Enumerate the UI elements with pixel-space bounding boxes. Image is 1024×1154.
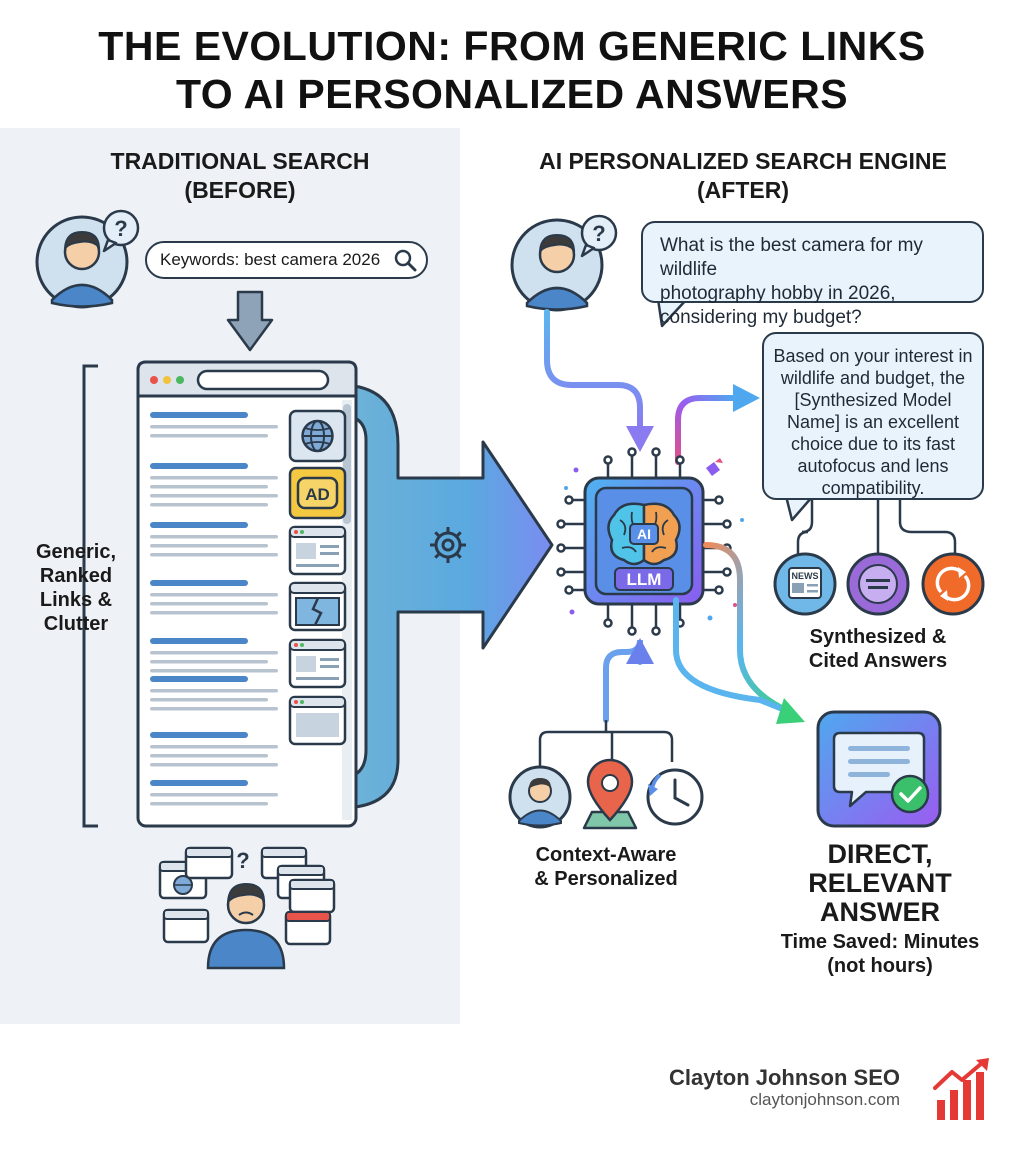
flow-arrow xyxy=(338,383,554,810)
ad-label: AD xyxy=(305,485,330,504)
ai-question-bubble: ? xyxy=(580,214,618,258)
direct-answer-icon xyxy=(816,710,942,828)
ai-user-avatar xyxy=(510,218,604,312)
brand-logo-icon xyxy=(933,1058,989,1120)
ad-badge-icon: AD xyxy=(288,466,347,520)
address-bar xyxy=(196,369,330,391)
time-saved-label: Time Saved: Minutes (not hours) xyxy=(780,931,980,977)
chip-ai-label: AI xyxy=(637,526,651,542)
page-title-line-2: TO AI PERSONALIZED ANSWERS xyxy=(175,71,849,117)
webpage-thumbnail-icon-2 xyxy=(288,638,347,689)
citation-connector-1 xyxy=(796,500,814,560)
query-arrow-head xyxy=(626,426,654,452)
query-arrow xyxy=(544,309,643,431)
refresh-source-icon xyxy=(921,552,985,616)
chip-llm-label: LLM xyxy=(627,570,662,589)
citation-connector-3 xyxy=(898,500,957,558)
news-source-icon: NEWS xyxy=(773,552,837,616)
answer-arrow-head xyxy=(733,384,760,412)
answer-arrow xyxy=(675,395,738,465)
ai-llm-chip: AI LLM xyxy=(556,447,732,636)
down-arrow-icon xyxy=(226,290,274,352)
direct-answer-arrow xyxy=(703,542,793,715)
cited-answers-caption: Synthesized & Cited Answers xyxy=(808,626,948,672)
generic-links-label: Generic, Ranked Links & Clutter xyxy=(35,541,117,635)
confused-user-illustration: ? xyxy=(158,846,336,970)
user-profile-icon xyxy=(508,765,572,829)
context-arrow-head xyxy=(626,638,654,664)
broken-image-icon xyxy=(288,581,347,632)
traditional-user-avatar xyxy=(35,215,129,309)
direct-answer-arrow-2 xyxy=(673,597,793,715)
direct-answer-arrow-head xyxy=(776,698,805,724)
direct-answer-label: DIRECT, RELEVANT ANSWER xyxy=(808,839,952,927)
result-lines xyxy=(150,412,278,806)
location-pin-icon xyxy=(582,758,638,830)
verified-badge-icon xyxy=(846,552,910,616)
globe-icon xyxy=(288,409,347,463)
search-results-browser: AD xyxy=(136,360,358,828)
ai-heading: AI PERSONALIZED SEARCH ENGINE (AFTER) xyxy=(539,148,947,203)
page-title-line-1: THE EVOLUTION: FROM GENERIC LINKS xyxy=(98,23,926,69)
webpage-thumbnail-icon-3 xyxy=(288,695,347,746)
question-mark: ? xyxy=(114,216,127,241)
sparkles xyxy=(564,458,744,621)
traditional-question-bubble: ? xyxy=(102,209,140,253)
user-query-bubble: What is the best camera for my wildlife … xyxy=(641,221,984,328)
webpage-thumbnail-icon xyxy=(288,525,347,576)
clutter-windows xyxy=(158,846,336,946)
page-title: THE EVOLUTION: FROM GENERIC LINKS TO AI … xyxy=(0,22,1024,118)
confused-question-mark: ? xyxy=(236,848,249,873)
search-icon[interactable] xyxy=(392,247,418,273)
history-clock-icon xyxy=(646,768,704,826)
traditional-heading: TRADITIONAL SEARCH (BEFORE) xyxy=(110,148,370,203)
ai-answer-bubble: Based on your interest in wildlife and b… xyxy=(762,332,984,500)
gear-icon xyxy=(430,527,466,563)
bracket xyxy=(82,364,98,828)
context-aware-caption: Context-Aware & Personalized xyxy=(534,844,678,890)
news-label: NEWS xyxy=(792,571,819,581)
brand-name[interactable]: Clayton Johnson SEO xyxy=(668,1065,900,1090)
keyword-search-input[interactable]: Keywords: best camera 2026 xyxy=(145,241,428,279)
brand-url[interactable]: claytonjohnson.com xyxy=(749,1090,900,1109)
context-connectors xyxy=(538,720,674,768)
ai-question-mark: ? xyxy=(592,221,605,246)
